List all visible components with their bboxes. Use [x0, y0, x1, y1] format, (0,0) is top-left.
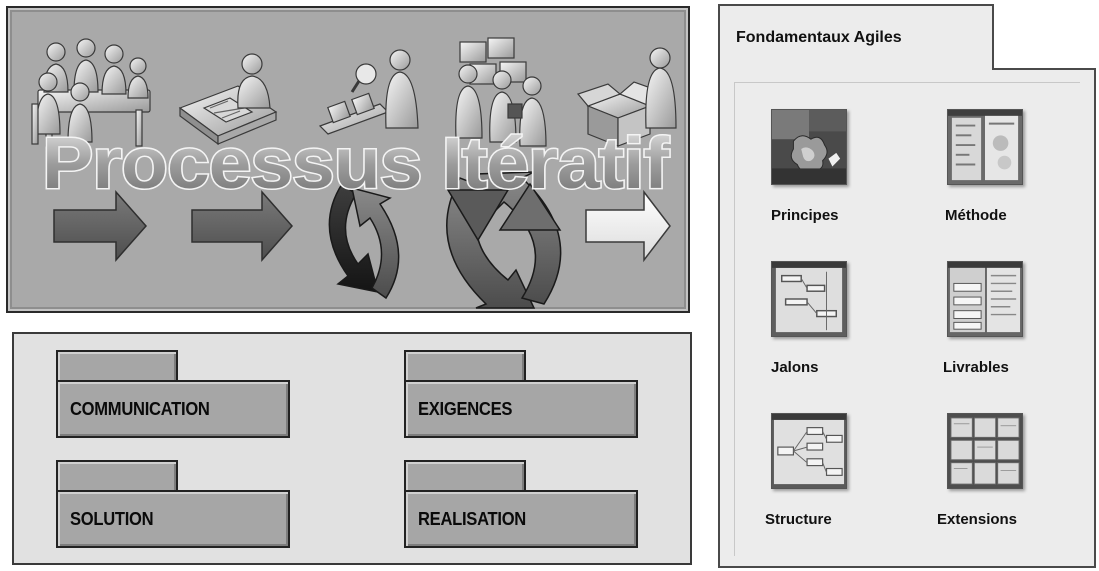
document-thumbnail-icon [947, 109, 1023, 185]
process-title: Processus Itératif [42, 124, 670, 204]
flow-arrow-final [585, 189, 671, 263]
packages-panel: COMMUNICATION EXIGENCES SOLUTION REALISA… [12, 332, 692, 565]
flow-arrow-2 [191, 190, 294, 262]
tile-label: Livrables [943, 359, 1009, 376]
package-tab [56, 350, 178, 382]
meeting-people-icon [31, 38, 151, 147]
agile-tab[interactable]: Fondamentaux Agiles [718, 4, 994, 70]
deliverables-thumbnail-icon [947, 261, 1023, 337]
package-label: EXIGENCES [418, 398, 513, 419]
package-realisation[interactable]: REALISATION [404, 460, 638, 548]
tile-label: Principes [771, 207, 839, 224]
tile-structure[interactable]: Structure [755, 399, 905, 549]
builders-blocks-icon [455, 37, 547, 147]
tile-livrables[interactable]: Livrables [931, 247, 1081, 397]
process-banner: Processus Itératif [6, 6, 690, 313]
designer-desk-icon [178, 53, 278, 146]
tile-jalons[interactable]: Jalons [755, 247, 905, 397]
package-solution[interactable]: SOLUTION [56, 460, 290, 548]
tile-label: Jalons [771, 359, 819, 376]
package-body: REALISATION [404, 490, 638, 548]
package-tab [404, 460, 526, 492]
package-label: COMMUNICATION [70, 398, 210, 419]
iteration-cycle-large-icon [446, 171, 562, 309]
package-body: COMMUNICATION [56, 380, 290, 438]
package-body: EXIGENCES [404, 380, 638, 438]
agile-panel: Principes Méthode [718, 68, 1096, 568]
structure-tree-thumbnail-icon [771, 413, 847, 489]
flow-arrow-1 [53, 190, 148, 262]
package-label: SOLUTION [70, 508, 154, 529]
package-exigences[interactable]: EXIGENCES [404, 350, 638, 438]
agile-tab-label: Fondamentaux Agiles [736, 29, 902, 46]
tile-extensions[interactable]: Extensions [931, 399, 1081, 549]
tile-label: Structure [765, 511, 832, 528]
package-tab [56, 460, 178, 492]
tile-label: Méthode [945, 207, 1007, 224]
tile-methode[interactable]: Méthode [931, 95, 1081, 245]
package-body: SOLUTION [56, 490, 290, 548]
agile-grid: Principes Méthode [734, 82, 1080, 556]
extensions-grid-thumbnail-icon [947, 413, 1023, 489]
tile-label: Extensions [937, 511, 1018, 528]
tile-principes[interactable]: Principes [755, 95, 905, 245]
inspector-conveyor-icon [318, 49, 419, 135]
package-tab [404, 350, 526, 382]
milestone-chart-thumbnail-icon [771, 261, 847, 337]
delivery-box-icon [576, 47, 677, 147]
package-label: REALISATION [418, 508, 526, 529]
package-communication[interactable]: COMMUNICATION [56, 350, 290, 438]
iteration-cycle-small-icon [328, 182, 400, 300]
puzzle-thumbnail-icon [771, 109, 847, 185]
